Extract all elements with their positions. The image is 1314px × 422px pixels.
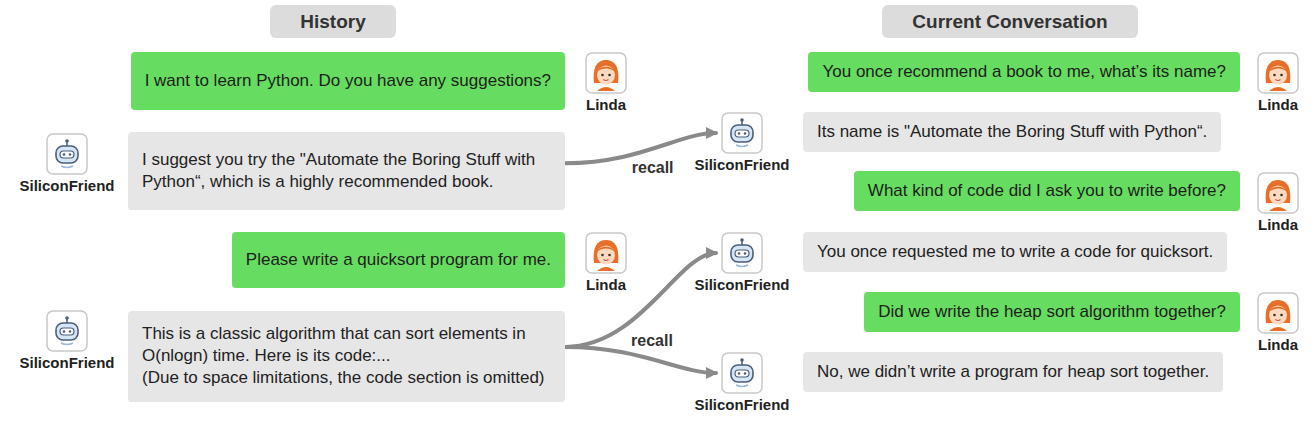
section-header: Current Conversation (882, 5, 1137, 38)
speaker-name: SiliconFriend (694, 277, 789, 293)
section-header: History (270, 5, 395, 38)
header-text: Current Conversation (912, 10, 1107, 33)
edge-label: recall (628, 332, 676, 350)
avatar: SiliconFriend (694, 232, 789, 293)
assistant-message-bubble: I suggest you try the "Automate the Bori… (128, 132, 565, 210)
user-message-bubble: What kind of code did I ask you to write… (854, 171, 1240, 211)
robot-avatar-icon (46, 310, 88, 352)
message-text: I want to learn Python. Do you have any … (145, 70, 551, 92)
speaker-name: SiliconFriend (694, 157, 789, 173)
speaker-name: Linda (1258, 337, 1298, 353)
robot-avatar-icon (721, 232, 763, 274)
assistant-message-bubble: No, we didn’t write a program for heap s… (803, 352, 1223, 392)
recall-arrow (565, 347, 716, 373)
message-text: You once requested me to write a code fo… (817, 241, 1213, 263)
speaker-name: SiliconFriend (19, 355, 114, 371)
robot-avatar-icon (721, 112, 763, 154)
avatar: SiliconFriend (19, 133, 114, 194)
user-avatar-icon (585, 52, 627, 94)
user-message-bubble: You once recommend a book to me, what’s … (808, 52, 1240, 92)
robot-avatar-icon (721, 352, 763, 394)
user-avatar-icon (585, 232, 627, 274)
avatar: Linda (1257, 292, 1299, 353)
speaker-name: SiliconFriend (694, 397, 789, 413)
message-text: (Due to space limitations, the code sect… (142, 367, 551, 389)
user-avatar-icon (1257, 52, 1299, 94)
message-text: This is a classic algorithm that can sor… (142, 323, 551, 367)
message-text: I suggest you try the "Automate the Bori… (142, 149, 551, 193)
message-text: You once recommend a book to me, what’s … (822, 61, 1226, 83)
user-avatar-icon (1257, 172, 1299, 214)
avatar: Linda (1257, 172, 1299, 233)
avatar: SiliconFriend (694, 352, 789, 413)
message-text: No, we didn’t write a program for heap s… (817, 361, 1209, 383)
message-text: Its name is "Automate the Boring Stuff w… (817, 121, 1207, 143)
avatar: SiliconFriend (19, 310, 114, 371)
speaker-name: Linda (1258, 97, 1298, 113)
speaker-name: Linda (1258, 217, 1298, 233)
header-text: History (300, 10, 365, 33)
user-message-bubble: I want to learn Python. Do you have any … (131, 52, 565, 110)
robot-avatar-icon (46, 133, 88, 175)
message-text: What kind of code did I ask you to write… (868, 180, 1226, 202)
message-text: Please write a quicksort program for me. (246, 249, 551, 271)
avatar: Linda (585, 52, 627, 113)
avatar: SiliconFriend (694, 112, 789, 173)
assistant-message-bubble: You once requested me to write a code fo… (803, 232, 1227, 272)
speaker-name: Linda (586, 97, 626, 113)
assistant-message-bubble: This is a classic algorithm that can sor… (128, 311, 565, 402)
user-message-bubble: Please write a quicksort program for me. (232, 232, 565, 288)
edge-label: recall (629, 159, 677, 177)
message-text: Did we write the heap sort algorithm tog… (878, 301, 1226, 323)
speaker-name: Linda (586, 277, 626, 293)
assistant-message-bubble: Its name is "Automate the Boring Stuff w… (803, 112, 1221, 152)
avatar: Linda (585, 232, 627, 293)
user-avatar-icon (1257, 292, 1299, 334)
user-message-bubble: Did we write the heap sort algorithm tog… (864, 292, 1240, 332)
avatar: Linda (1257, 52, 1299, 113)
speaker-name: SiliconFriend (19, 178, 114, 194)
